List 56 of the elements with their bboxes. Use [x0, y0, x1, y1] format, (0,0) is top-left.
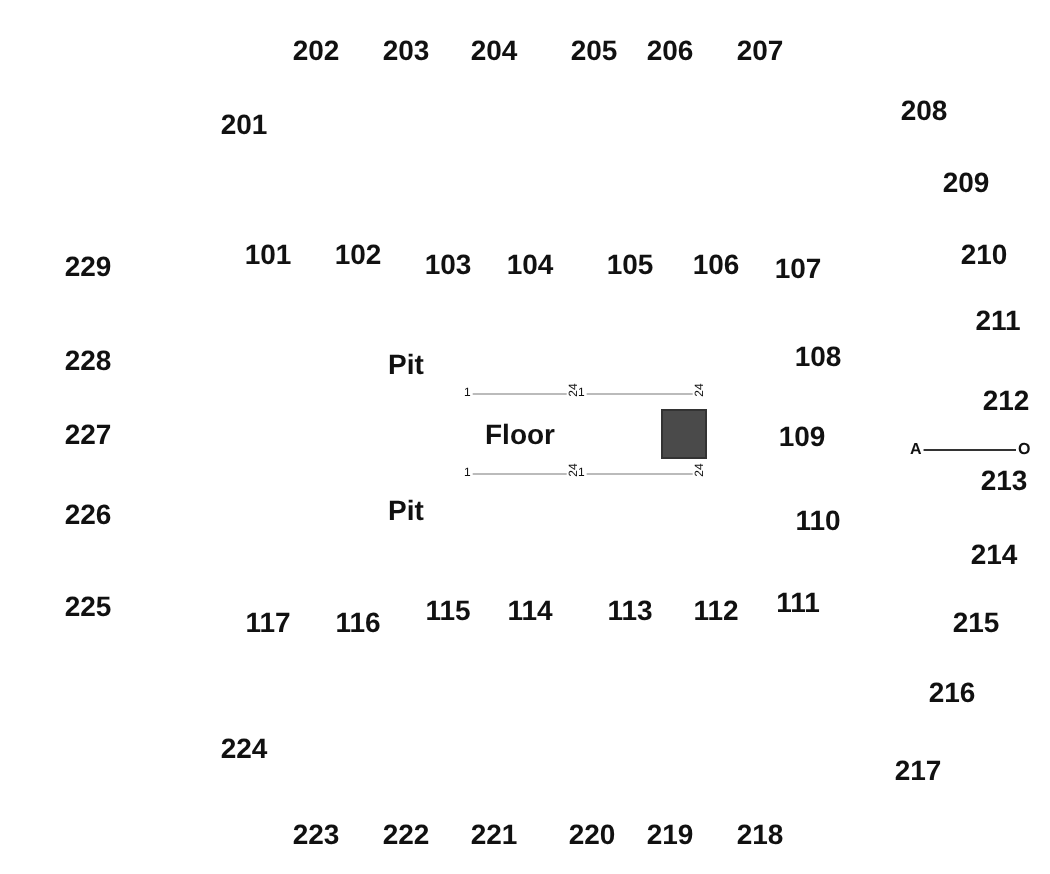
section-number: 205 — [570, 36, 618, 64]
section-number: 202 — [292, 36, 340, 64]
seat-row-line — [471, 393, 568, 395]
section-number: 115 — [425, 596, 471, 624]
section-number: 104 — [506, 250, 554, 278]
seat-row-line — [585, 473, 694, 475]
section-number: 212 — [982, 386, 1030, 414]
section-number: 221 — [470, 820, 518, 848]
seat-row-line — [471, 473, 568, 475]
row-end-label: O — [1018, 442, 1031, 458]
section-number: 215 — [952, 608, 1000, 636]
section-number: 206 — [646, 36, 694, 64]
section-number: 201 — [220, 110, 268, 138]
section-number: 101 — [244, 240, 292, 268]
section-number: 213 — [980, 466, 1028, 494]
section-number: 207 — [736, 36, 784, 64]
section-number: 229 — [64, 252, 112, 280]
section-number: 209 — [942, 168, 990, 196]
seat-row-line — [585, 393, 694, 395]
section-number: 113 — [607, 596, 653, 624]
section-number: 117 — [245, 608, 291, 636]
section-number: 105 — [606, 250, 654, 278]
area-label: Floor — [485, 420, 555, 448]
section-number: 219 — [646, 820, 694, 848]
section-number: 218 — [736, 820, 784, 848]
section-number: 220 — [568, 820, 616, 848]
row-end-label: A — [910, 442, 922, 458]
section-number: 109 — [778, 422, 826, 450]
section-number: 216 — [928, 678, 976, 706]
section-number: 111 — [776, 588, 820, 616]
section-number: 102 — [334, 240, 382, 268]
section-number: 228 — [64, 346, 112, 374]
section-number: 217 — [894, 756, 942, 784]
area-label: Pit — [388, 496, 424, 524]
section-number: 222 — [382, 820, 430, 848]
section-number: 226 — [64, 500, 112, 528]
section-number: 224 — [220, 734, 268, 762]
section-number: 208 — [900, 96, 948, 124]
section-number: 211 — [975, 306, 1021, 334]
section-number: 227 — [64, 420, 112, 448]
section-number: 114 — [507, 596, 553, 624]
section-number: 112 — [693, 596, 739, 624]
section-number: 103 — [424, 250, 472, 278]
section-number: 116 — [335, 608, 381, 636]
section-number: 110 — [795, 506, 841, 534]
row-line — [922, 449, 1017, 451]
section-number: 108 — [794, 342, 842, 370]
section-number: 214 — [970, 540, 1018, 568]
section-number: 210 — [960, 240, 1008, 268]
section-number: 225 — [64, 592, 112, 620]
area-label: Pit — [388, 350, 424, 378]
section-number: 106 — [692, 250, 740, 278]
section-number: 107 — [774, 254, 822, 282]
section-number: 204 — [470, 36, 518, 64]
section-number: 223 — [292, 820, 340, 848]
section-number: 203 — [382, 36, 430, 64]
